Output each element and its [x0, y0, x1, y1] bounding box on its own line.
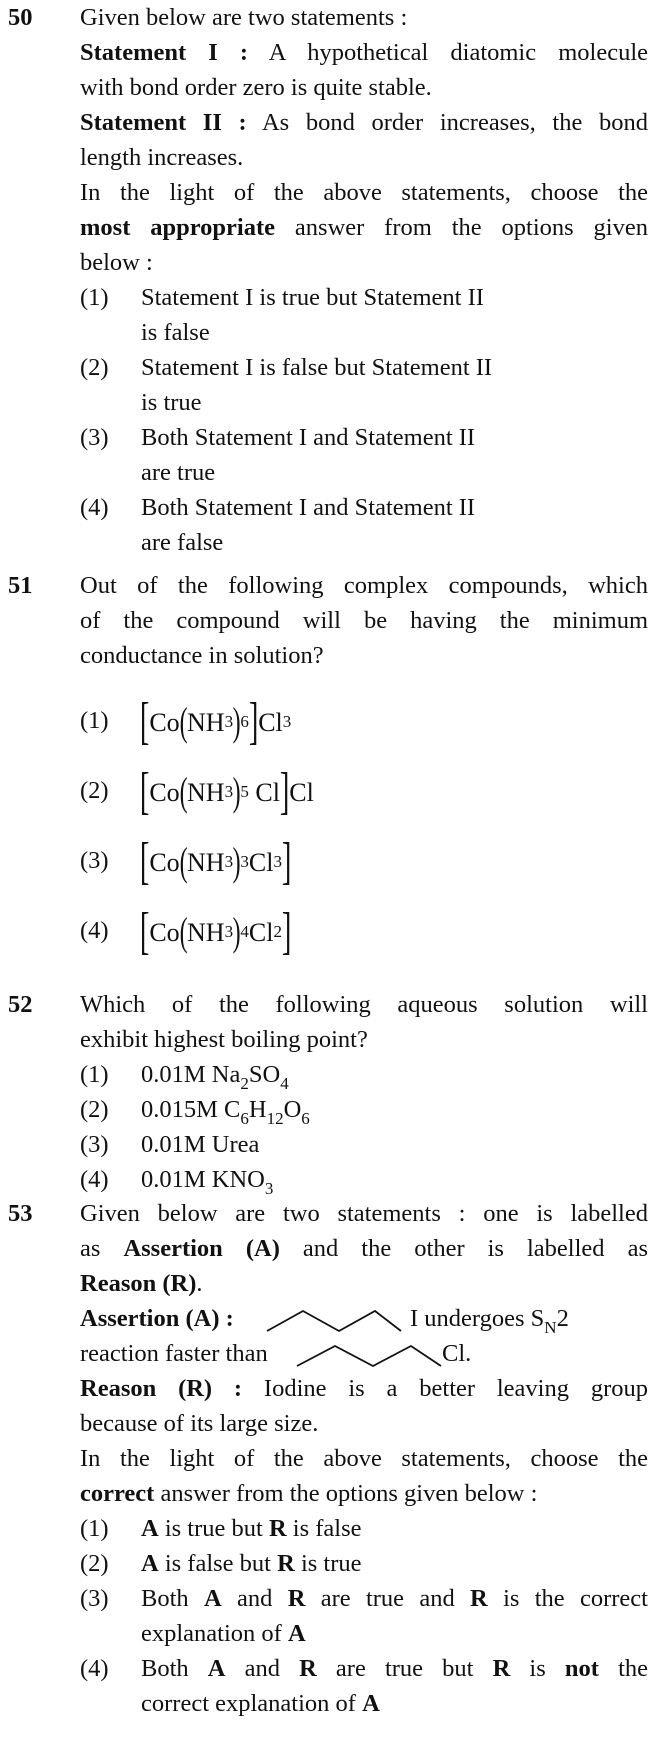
reason-cont: because of its large size. [80, 1410, 319, 1437]
option-2[interactable]: (2)Statement I is false but Statement II [80, 354, 493, 381]
question-number: 52 [8, 991, 33, 1018]
option-1[interactable]: (1)0.01M Na2SO4 [80, 1061, 289, 1093]
instruction-cont: most appropriate answer from the options… [80, 214, 648, 241]
question-text-cont: of the compound will be having the minim… [80, 607, 648, 634]
option-1-cont: is false [141, 319, 210, 346]
chlorobutane-structure-icon [296, 1344, 442, 1368]
instruction-end: below : [80, 249, 153, 276]
question-text: Given below are two statements : [80, 4, 408, 31]
assertion: Assertion (A) : I undergoes SN2 [80, 1305, 569, 1337]
option-1[interactable]: (1)A is true but R is false [80, 1515, 362, 1542]
question-text-end: conductance in solution? [80, 642, 324, 669]
instruction: In the light of the above statements, ch… [80, 179, 648, 206]
option-4[interactable]: (4)Both A and R are true but R is not th… [80, 1655, 649, 1682]
assertion-cont: reaction faster than Cl. [80, 1336, 648, 1371]
statement-2-cont: length increases. [80, 144, 244, 171]
option-2[interactable]: (2)A is false but R is true [80, 1550, 362, 1577]
question-text-cont: as Assertion (A) and the other is labell… [80, 1235, 648, 1262]
option-1[interactable]: (1)Statement I is true but Statement II [80, 284, 484, 311]
instruction: In the light of the above statements, ch… [80, 1445, 648, 1472]
question-text: Out of the following complex compounds, … [80, 572, 648, 599]
question-text: Which of the following aqueous solution … [80, 991, 648, 1018]
question-number: 50 [8, 4, 33, 31]
statement-2: Statement II : As bond order increases, … [80, 109, 648, 136]
option-4[interactable]: (4)Both Statement I and Statement II [80, 494, 476, 521]
option-4-cont: correct explanation of A [141, 1690, 380, 1717]
option-3[interactable]: (3)0.01M Urea [80, 1131, 260, 1158]
question-number: 51 [8, 572, 33, 599]
option-3-cont: explanation of A [141, 1620, 306, 1647]
question-text-cont: exhibit highest boiling point? [80, 1026, 368, 1053]
question-number: 53 [8, 1200, 33, 1227]
question-text: Given below are two statements : one is … [80, 1200, 648, 1227]
statement-1-cont: with bond order zero is quite stable. [80, 74, 432, 101]
option-3[interactable]: (3)Both A and R are true and R is the co… [80, 1585, 648, 1612]
option-4[interactable]: (4)0.01M KNO3 [80, 1166, 274, 1198]
option-2-cont: is true [141, 389, 202, 416]
option-3-cont: are true [141, 459, 216, 486]
question-text-end: Reason (R). [80, 1270, 203, 1297]
statement-1: Statement I : A hypothetical diatomic mo… [80, 39, 648, 66]
option-2[interactable]: (2)0.015M C6H12O6 [80, 1096, 310, 1128]
iodobutane-structure-icon [266, 1309, 402, 1333]
instruction-cont: correct answer from the options given be… [80, 1480, 538, 1507]
option-3[interactable]: (3)Both Statement I and Statement II [80, 424, 476, 451]
option-4-cont: are false [141, 529, 224, 556]
reason: Reason (R) : Iodine is a better leaving … [80, 1375, 648, 1402]
